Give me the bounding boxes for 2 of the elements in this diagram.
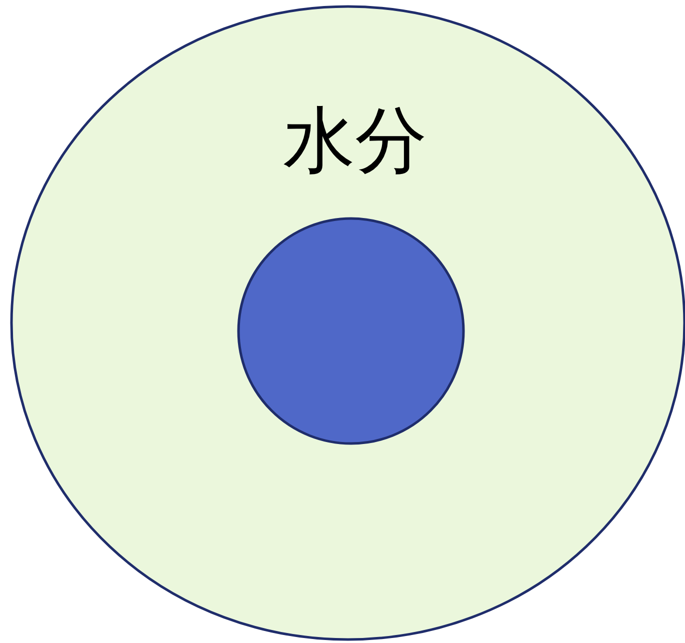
inner-circle — [237, 217, 465, 445]
region-label: 水分 — [282, 104, 427, 176]
